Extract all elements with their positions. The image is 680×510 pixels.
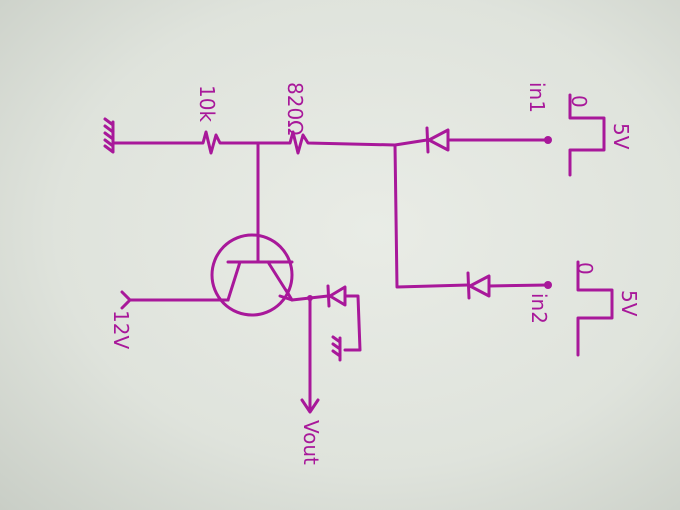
- pulse-in1: [568, 93, 606, 177]
- pulse-in2: [576, 260, 614, 357]
- resistor-2-label: 820Ω: [283, 82, 307, 135]
- diode-in1: [425, 126, 552, 154]
- input-2-label: in2: [527, 293, 551, 324]
- transistor: [210, 233, 294, 317]
- wire-supply: [120, 290, 230, 310]
- supply-label: 12V: [109, 310, 133, 349]
- output-label: Vout: [299, 420, 323, 465]
- ground-left: [103, 117, 115, 154]
- pulse-1-high-label: 5V: [609, 123, 633, 150]
- pulse-2-high-label: 5V: [617, 290, 641, 317]
- input-1-label: in1: [525, 82, 549, 113]
- wire-output: [290, 296, 320, 414]
- wire-top: [111, 130, 429, 155]
- wire-junction-in2: [393, 143, 470, 289]
- resistor-1-label: 10k: [195, 85, 219, 122]
- diode-output: [308, 284, 362, 362]
- diode-in2: [466, 271, 552, 300]
- pulse-2-low-label: 0: [573, 262, 597, 275]
- pulse-1-low-label: 0: [567, 95, 591, 108]
